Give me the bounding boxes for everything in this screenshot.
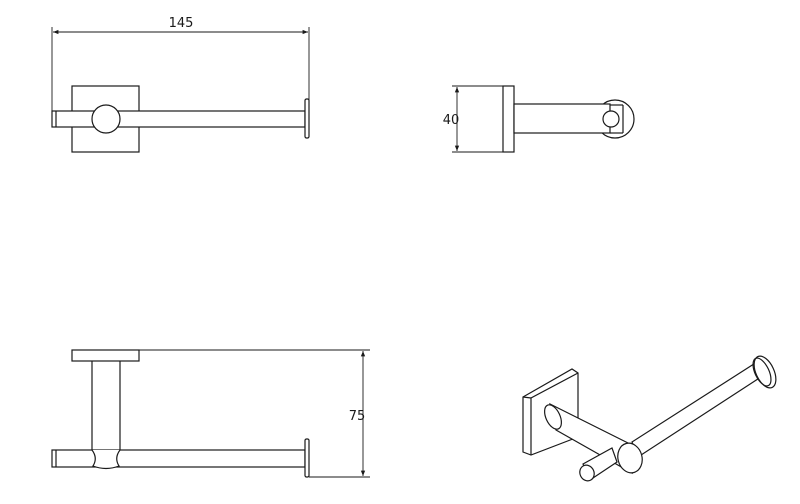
wall-plate	[71, 349, 140, 362]
front-view: 75	[51, 349, 370, 478]
rod	[51, 110, 306, 128]
isometric-view	[522, 355, 777, 482]
rod	[513, 103, 611, 134]
rod-end-circle	[602, 110, 620, 128]
dimension-label-145: 145	[169, 16, 194, 31]
post-circle	[91, 104, 121, 134]
end-disc	[304, 438, 310, 478]
rod	[631, 361, 765, 458]
post-end-circle	[617, 442, 643, 474]
end-disc	[304, 98, 310, 139]
dimension-label-75: 75	[349, 409, 366, 424]
post-joint	[91, 449, 121, 470]
dimension-label-40: 40	[443, 113, 460, 128]
side-view: 40	[443, 85, 635, 153]
rod	[51, 449, 306, 468]
top-view: 145	[51, 16, 310, 153]
wall-plate	[502, 85, 515, 153]
short-rod-end	[579, 464, 595, 482]
post-cylinder-end	[544, 404, 562, 430]
